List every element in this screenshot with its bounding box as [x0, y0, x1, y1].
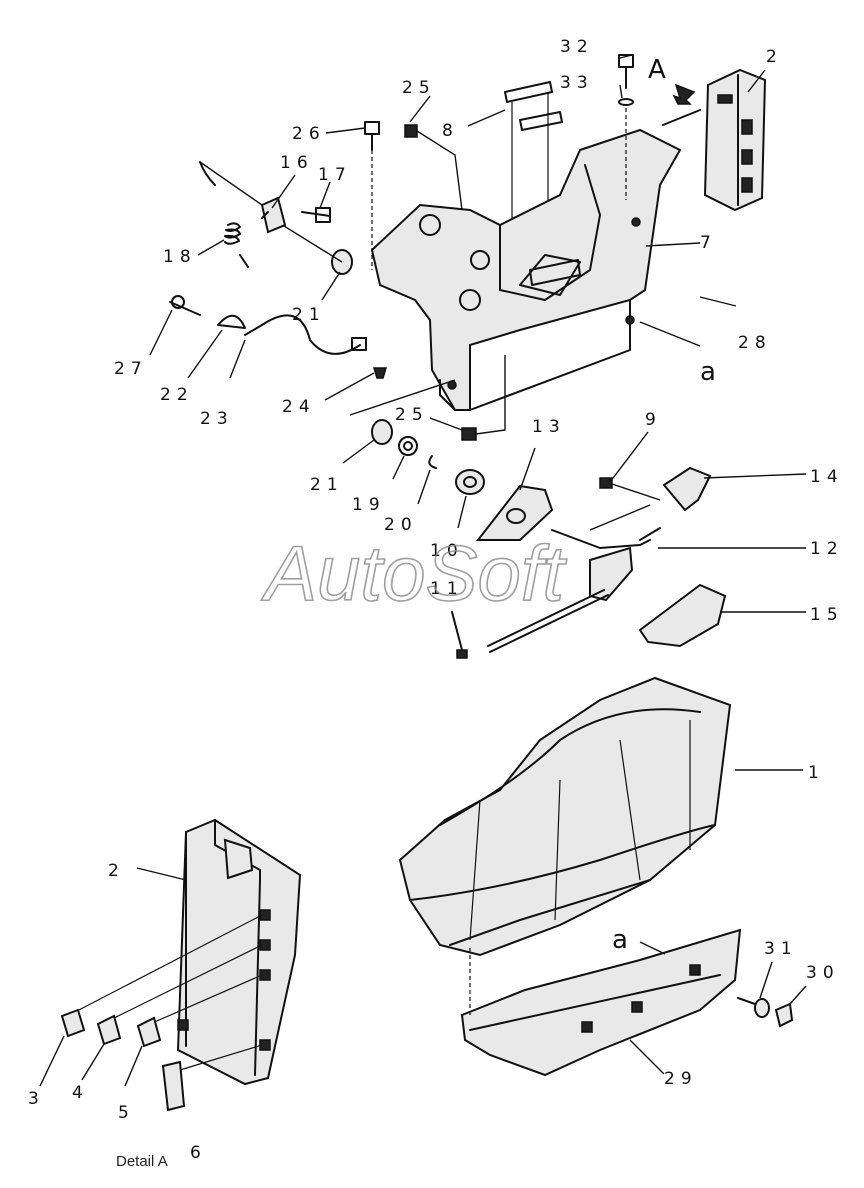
callout-9: 9 — [645, 410, 662, 430]
callout-22: 22 — [160, 385, 194, 405]
callout-21-upper: 21 — [292, 305, 326, 325]
callout-24: 24 — [282, 397, 316, 417]
callout-13: 13 — [532, 417, 566, 437]
connector-part-4 — [96, 1014, 122, 1046]
plate-part-13 — [475, 484, 554, 541]
leader-lines — [39, 54, 807, 1087]
callout-4: 4 — [72, 1083, 89, 1103]
callout-12: 12 — [810, 539, 844, 559]
lever-shaft-part-12 — [487, 527, 661, 653]
roller-part-21-lower — [371, 419, 393, 445]
callout-30: 30 — [806, 963, 840, 983]
callout-5: 5 — [118, 1103, 135, 1123]
bolt-part-31 — [737, 997, 770, 1018]
bolt-part-32 — [618, 54, 634, 200]
callout-2-detail: 2 — [108, 861, 125, 881]
control-box-part-2-upper — [662, 68, 767, 212]
callout-3: 3 — [28, 1089, 45, 1109]
grip-part-15 — [638, 583, 727, 648]
grip-part-14 — [662, 466, 712, 512]
roller-part-21-upper — [283, 225, 353, 275]
callout-21-lower: 21 — [310, 475, 344, 495]
callout-7: 7 — [700, 233, 717, 253]
clip-part-20 — [428, 455, 437, 469]
callout-6: 6 — [190, 1143, 207, 1163]
connector-part-6 — [161, 1060, 186, 1112]
spring-part-18 — [199, 161, 263, 268]
callout-28: 28 — [738, 333, 772, 353]
nut-part-25-upper — [404, 124, 463, 211]
callout-labels: 32 33 2 25 8 26 16 17 18 7 21 28 27 22 2… — [28, 37, 844, 1163]
control-box-part-2-detail — [74, 818, 302, 1086]
callout-23: 23 — [200, 409, 234, 429]
callout-16: 16 — [280, 153, 314, 173]
label-strips-part-8 — [504, 81, 581, 286]
callout-33: 33 — [560, 73, 594, 93]
view-A-letter: A — [648, 55, 666, 85]
callout-14: 14 — [810, 467, 844, 487]
washer-part-19 — [398, 436, 418, 456]
callout-27: 27 — [114, 359, 148, 379]
callout-26: 26 — [292, 124, 326, 144]
arrow-a-upper-letter: a — [700, 357, 716, 387]
cover-part-29 — [460, 928, 742, 1077]
callout-17: 17 — [318, 165, 352, 185]
arrow-a-lower-letter: a — [612, 925, 628, 955]
callout-1: 1 — [808, 763, 825, 783]
callout-19: 19 — [352, 495, 386, 515]
nut-part-25-lower — [349, 355, 506, 441]
screw-part-24 — [372, 367, 388, 379]
connector-part-5 — [136, 1016, 162, 1048]
callout-8: 8 — [442, 121, 459, 141]
detail-a-caption: Detail A — [116, 1153, 168, 1170]
watermark: AutoSoft — [261, 529, 568, 617]
knob-part-10 — [455, 469, 485, 495]
callout-25-upper: 25 — [402, 78, 436, 98]
callout-29: 29 — [664, 1069, 698, 1089]
callout-11: 11 — [430, 579, 464, 599]
callout-15: 15 — [810, 605, 844, 625]
callout-10: 10 — [430, 541, 464, 561]
callout-32: 32 — [560, 37, 594, 57]
callout-20: 20 — [384, 515, 418, 535]
callout-18: 18 — [163, 247, 197, 267]
switch-part-16 — [260, 196, 287, 234]
callout-2-upper: 2 — [766, 47, 783, 67]
bolt-part-9 — [589, 477, 661, 531]
bracket-part-7 — [370, 128, 682, 411]
view-A-arrow — [672, 83, 696, 105]
callout-25-lower: 25 — [395, 405, 429, 425]
cover-part-1 — [398, 676, 732, 957]
connector-part-3 — [60, 1008, 86, 1038]
callout-31: 31 — [764, 939, 798, 959]
screw-part-11 — [451, 611, 468, 659]
screw-part-17 — [301, 207, 331, 223]
cap-part-30 — [774, 1002, 794, 1028]
cable-parts-22-23-27 — [169, 295, 367, 355]
